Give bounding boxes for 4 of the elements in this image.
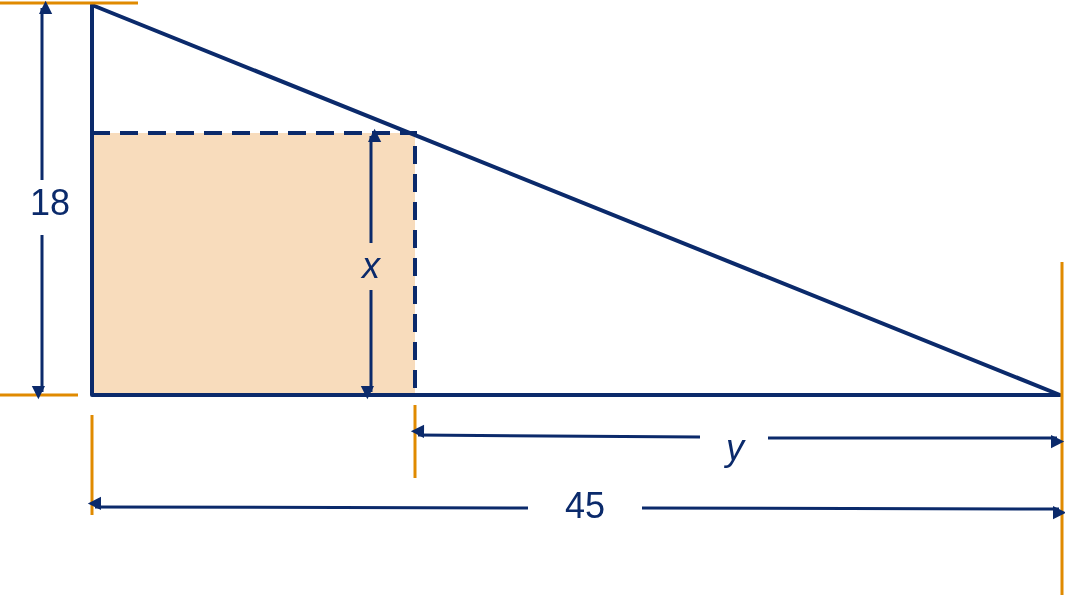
dimension-label: x (362, 248, 380, 284)
dimension-label: y (726, 430, 744, 466)
dimension-label: 18 (30, 185, 70, 221)
dimension-label: 45 (565, 488, 605, 524)
